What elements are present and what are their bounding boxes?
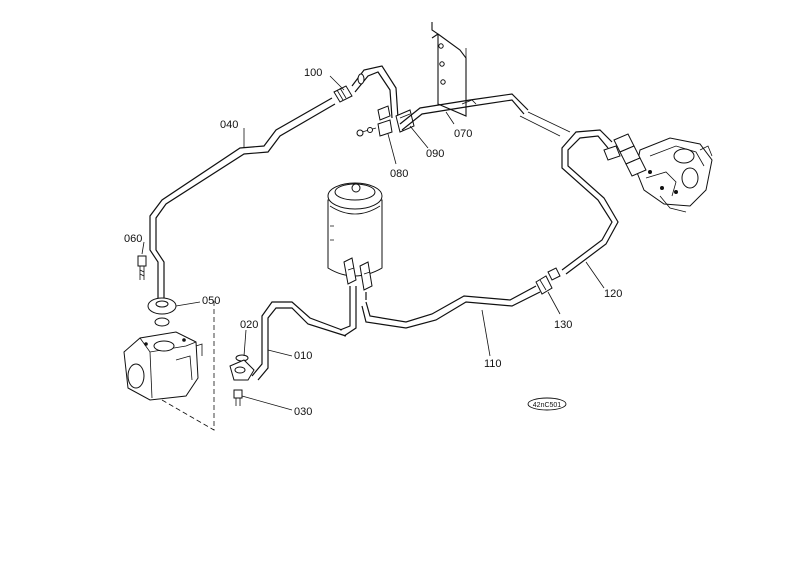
callout-110: 110: [484, 358, 502, 370]
fuel-filter: [327, 182, 383, 337]
figure-code-badge: 42nC501: [527, 397, 567, 411]
clamp-090: [395, 109, 415, 133]
bolt-030: [233, 389, 243, 406]
pipe-070: [399, 93, 571, 137]
fitting-130: [535, 267, 561, 295]
banjo-050: [147, 297, 177, 327]
leader-lines: [141, 75, 605, 411]
callout-090: 090: [426, 148, 444, 160]
fitting-100: [333, 65, 399, 119]
feed-pump: [123, 331, 203, 401]
callout-080: 080: [390, 168, 408, 180]
fuel-pump-assembly: [603, 133, 713, 213]
callout-100: 100: [304, 67, 322, 79]
callout-130: 130: [554, 319, 572, 331]
bolt-060: [137, 255, 147, 280]
callout-120: 120: [604, 288, 622, 300]
callout-050: 050: [202, 295, 220, 307]
pipe-120: [561, 129, 619, 275]
callout-010: 010: [294, 350, 312, 362]
callout-040: 040: [220, 119, 238, 131]
callout-060: 060: [124, 233, 142, 245]
pipe-110: [361, 285, 541, 329]
callout-030: 030: [294, 406, 312, 418]
callout-labels: 100 040 060 050 020 010 030 070 090 080 …: [124, 67, 622, 418]
clamp-080: [356, 105, 393, 137]
mounting-bracket: [431, 22, 477, 117]
dashed-reference-lines: [161, 300, 215, 431]
callout-070: 070: [454, 128, 472, 140]
banjo-020: [229, 354, 255, 381]
figure-code: 42nC501: [533, 402, 562, 409]
callout-020: 020: [240, 319, 258, 331]
pipe-010: [251, 301, 347, 381]
pipe-040: [149, 97, 336, 304]
